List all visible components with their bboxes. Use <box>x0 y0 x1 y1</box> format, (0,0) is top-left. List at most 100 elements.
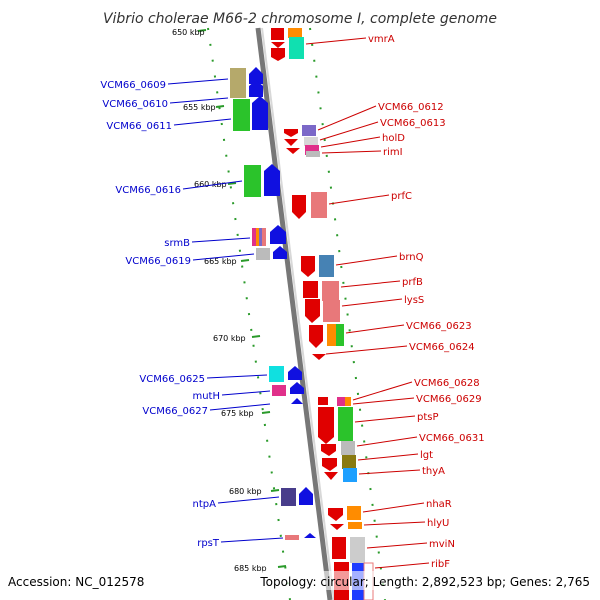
leader-line <box>345 324 405 334</box>
gene-block <box>327 324 336 346</box>
gene-arrow <box>271 57 285 61</box>
gene-label-mviN[interactable]: mviN <box>429 539 455 550</box>
leader-line <box>341 298 403 307</box>
gene-label-ptsP[interactable]: ptsP <box>417 412 439 423</box>
gene-block <box>271 28 284 40</box>
gene-label-holD[interactable]: holD <box>382 133 405 144</box>
gene-label-VCM66_0631[interactable]: VCM66_0631 <box>419 433 485 444</box>
leader-line <box>319 121 379 141</box>
scale-tick <box>227 182 237 185</box>
leader-line <box>356 436 418 447</box>
gene-label-lysS[interactable]: lysS <box>404 295 424 306</box>
gene-label-VCM66_0625[interactable]: VCM66_0625 <box>139 374 205 385</box>
gene-block <box>322 281 339 301</box>
gene-label-VCM66_0623[interactable]: VCM66_0623 <box>406 321 472 332</box>
gene-label-VCM66_0613[interactable]: VCM66_0613 <box>380 118 446 129</box>
leader-line <box>366 542 428 549</box>
gene-label-VCM66_0616[interactable]: VCM66_0616 <box>115 185 181 196</box>
gene-block <box>233 99 250 131</box>
gene-block <box>303 281 318 298</box>
gene-label-VCM66_0629[interactable]: VCM66_0629 <box>416 394 482 405</box>
gene-block <box>244 165 261 197</box>
leader-line <box>325 345 408 355</box>
accession-text: Accession: NC_012578 <box>8 575 144 589</box>
gene-label-VCM66_0612[interactable]: VCM66_0612 <box>378 102 444 113</box>
gene-label-mutH[interactable]: mutH <box>192 391 220 402</box>
gene-arrow <box>284 129 298 137</box>
gene-block <box>348 522 362 529</box>
gene-label-lgt[interactable]: lgt <box>420 450 433 461</box>
gene-label-VCM66_0609[interactable]: VCM66_0609 <box>100 80 166 91</box>
gene-block <box>323 300 340 322</box>
gene-arrow <box>322 458 337 471</box>
gene-label-ntpA[interactable]: ntpA <box>193 499 217 510</box>
scale-label: 665 kbp <box>204 257 237 266</box>
gene-label-prfB[interactable]: prfB <box>402 277 423 288</box>
gene-label-VCM66_0611[interactable]: VCM66_0611 <box>106 121 172 132</box>
gene-label-nhaR[interactable]: nhaR <box>426 499 452 510</box>
gene-arrow <box>330 524 344 530</box>
gene-label-hlyU[interactable]: hlyU <box>427 518 449 529</box>
gene-block <box>269 366 284 382</box>
gene-block <box>252 228 256 246</box>
gene-block <box>350 537 365 563</box>
footer-band <box>0 571 600 590</box>
gene-block <box>289 37 304 59</box>
gene-arrow <box>273 246 287 259</box>
scale-label: 685 kbp <box>234 564 267 573</box>
leader-line <box>209 403 271 411</box>
map-title: Vibrio cholerae M66-2 chromosome I, comp… <box>103 11 497 27</box>
strand-guides <box>207 27 386 600</box>
gene-label-VCM66_0610[interactable]: VCM66_0610 <box>102 99 168 110</box>
backbone-line <box>255 27 333 600</box>
leader-line <box>221 390 271 396</box>
leader-line <box>305 37 367 45</box>
forward-strand-features <box>230 67 316 540</box>
gene-block <box>272 385 286 396</box>
scale-label: 650 kbp <box>172 28 205 37</box>
gene-label-VCM66_0627[interactable]: VCM66_0627 <box>142 406 208 417</box>
gene-label-VCM66_0619[interactable]: VCM66_0619 <box>125 256 191 267</box>
gene-label-brnQ[interactable]: brnQ <box>399 252 424 263</box>
gene-label-srmB[interactable]: srmB <box>164 238 190 249</box>
leader-line <box>169 97 229 104</box>
gene-block <box>343 468 357 482</box>
leader-line <box>182 180 243 190</box>
gene-arrow <box>290 382 304 394</box>
gene-arrow <box>312 354 326 360</box>
gene-arrow <box>264 164 280 196</box>
gene-label-rimI[interactable]: rimI <box>383 147 403 158</box>
gene-arrow <box>249 80 263 97</box>
backbone-shade <box>261 27 335 600</box>
gene-label-VCM66_0628[interactable]: VCM66_0628 <box>414 378 480 389</box>
gene-label-VCM66_0624[interactable]: VCM66_0624 <box>409 342 475 353</box>
leader-line <box>217 496 280 504</box>
gene-arrow <box>304 533 316 538</box>
scale-tick <box>261 411 271 414</box>
gene-arrow <box>321 444 336 456</box>
gene-block <box>281 488 296 506</box>
gene-block <box>288 28 302 38</box>
gene-label-prfC[interactable]: prfC <box>391 191 412 202</box>
leader-line <box>352 397 415 405</box>
outer-right-guide <box>309 27 386 600</box>
leader-line <box>352 381 413 401</box>
gene-block <box>271 48 285 57</box>
gene-label-thyA[interactable]: thyA <box>422 466 445 477</box>
gene-block <box>318 397 328 405</box>
gene-arrow <box>328 508 343 521</box>
leader-line <box>173 118 232 126</box>
gene-label-vmrA[interactable]: vmrA <box>368 34 395 45</box>
leader-line <box>357 453 419 461</box>
scale-tick <box>277 565 287 568</box>
gene-block <box>285 535 299 540</box>
gene-block <box>256 228 259 246</box>
gene-label-ribF[interactable]: ribF <box>431 559 450 570</box>
gene-label-rpsT[interactable]: rpsT <box>197 538 220 549</box>
leader-line <box>206 374 268 379</box>
scale: 650 kbp 655 kbp 660 kbp 665 kbp 670 kbp … <box>172 28 287 573</box>
gene-arrow <box>284 139 298 146</box>
gene-block <box>256 248 270 260</box>
gene-block <box>230 68 246 98</box>
